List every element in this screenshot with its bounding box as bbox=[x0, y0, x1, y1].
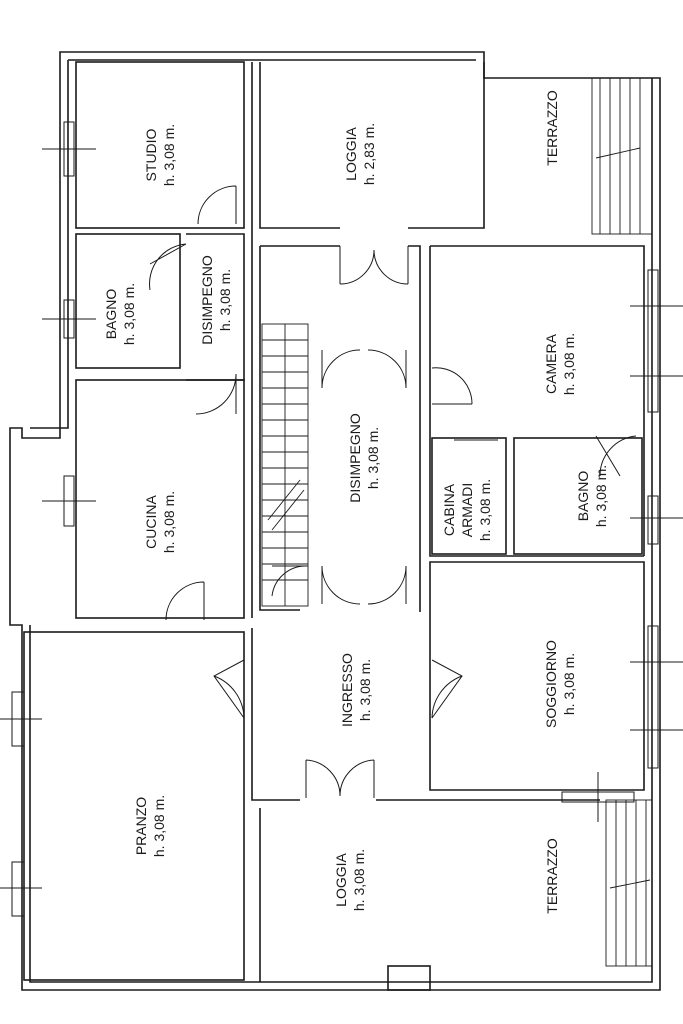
room-name: SOGGIORNO bbox=[543, 640, 559, 728]
room-ingresso: INGRESSO h. 3,08 m. bbox=[339, 653, 373, 727]
room-height: h. 3,08 m. bbox=[357, 659, 373, 721]
room-bagno-right: BAGNO h. 3,08 m. bbox=[575, 465, 609, 527]
staircase bbox=[261, 323, 309, 607]
room-name: PRANZO bbox=[133, 797, 149, 855]
room-name: BAGNO bbox=[103, 289, 119, 340]
room-pranzo: PRANZO h. 3,08 m. bbox=[133, 795, 167, 857]
interior-walls bbox=[23, 61, 645, 991]
room-height: h. 3,08 m. bbox=[351, 849, 367, 911]
room-height: h. 3,08 m. bbox=[151, 795, 167, 857]
room-height: h. 3,08 m. bbox=[561, 653, 577, 715]
room-height: h. 3,08 m. bbox=[477, 479, 493, 541]
room-name: CUCINA bbox=[143, 495, 159, 549]
room-height: h. 3,08 m. bbox=[121, 283, 137, 345]
room-name: CABINA bbox=[441, 483, 457, 536]
room-height: h. 2,83 m. bbox=[361, 123, 377, 185]
room-name: TERRAZZO bbox=[544, 90, 560, 166]
terrazzo-steps-bottom bbox=[605, 799, 653, 967]
room-name: TERRAZZO bbox=[544, 838, 560, 914]
room-name: BAGNO bbox=[575, 471, 591, 522]
room-height: h. 3,08 m. bbox=[365, 427, 381, 489]
room-name: STUDIO bbox=[143, 128, 159, 181]
room-height: h. 3,08 m. bbox=[161, 491, 177, 553]
room-name: INGRESSO bbox=[339, 653, 355, 727]
room-height: h. 3,08 m. bbox=[561, 333, 577, 395]
room-disimpegno-left: DISIMPEGNO h. 3,08 m. bbox=[199, 255, 233, 345]
room-name: LOGGIA bbox=[343, 126, 359, 180]
outer-walls bbox=[9, 51, 661, 991]
room-disimpegno-center: DISIMPEGNO h. 3,08 m. bbox=[347, 413, 381, 503]
room-bagno: BAGNO h. 3,08 m. bbox=[103, 283, 137, 345]
room-loggia-bottom: LOGGIA h. 3,08 m. bbox=[333, 849, 367, 911]
windows bbox=[0, 121, 683, 917]
room-height: h. 3,08 m. bbox=[593, 465, 609, 527]
room-name: DISIMPEGNO bbox=[347, 413, 363, 503]
room-name: DISIMPEGNO bbox=[199, 255, 215, 345]
room-name-line2: ARMADI bbox=[459, 483, 475, 537]
room-height: h. 3,08 m. bbox=[217, 269, 233, 331]
doors bbox=[149, 185, 637, 798]
room-cabina-armadi: CABINA ARMADI h. 3,08 m. bbox=[441, 479, 493, 541]
room-cucina: CUCINA h. 3,08 m. bbox=[143, 491, 177, 553]
room-loggia-top: LOGGIA h. 2,83 m. bbox=[343, 123, 377, 185]
room-camera: CAMERA h. 3,08 m. bbox=[543, 333, 577, 395]
room-terrazzo-bottom: TERRAZZO bbox=[544, 838, 560, 914]
room-terrazzo-top: TERRAZZO bbox=[544, 90, 560, 166]
room-name: LOGGIA bbox=[333, 852, 349, 906]
room-name: CAMERA bbox=[543, 333, 559, 394]
terrazzo-steps-top bbox=[591, 77, 653, 235]
room-studio: STUDIO h. 3,08 m. bbox=[143, 124, 177, 186]
room-soggiorno: SOGGIORNO h. 3,08 m. bbox=[543, 640, 577, 728]
room-height: h. 3,08 m. bbox=[161, 124, 177, 186]
